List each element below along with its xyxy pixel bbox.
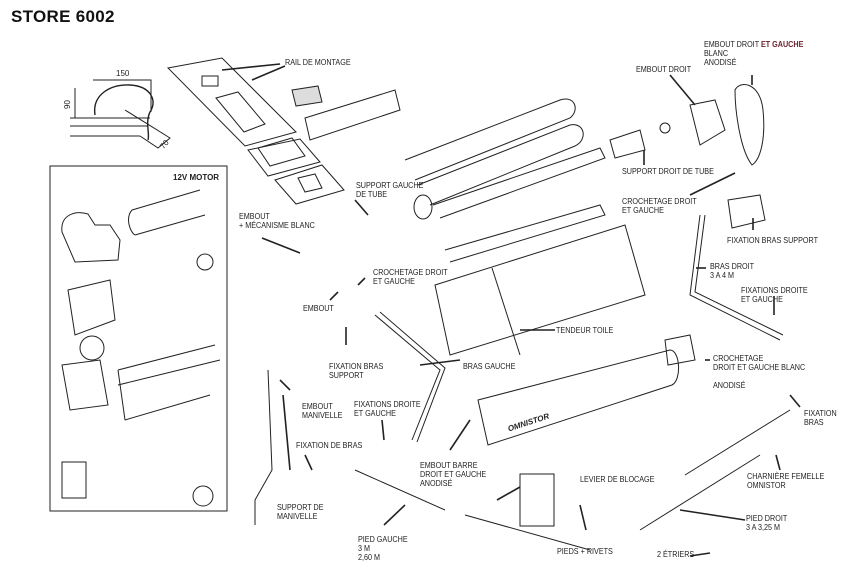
dimension-height: 90 [62, 100, 72, 109]
awning-tubes [404, 98, 679, 446]
label-tendeur-toile: TENDEUR TOILE [556, 325, 614, 335]
label-embout-droit-gauche-prefix: EMBOUT DROIT [704, 39, 761, 49]
label-crochetage-blanc: CROCHETAGE DROIT ET GAUCHE BLANC [713, 353, 806, 372]
label-embout-droit: EMBOUT DROIT [636, 64, 692, 74]
label-support-droit-tube: SUPPORT DROIT DE TUBE [622, 166, 714, 176]
label-anodise: ANODISÉ [713, 380, 746, 390]
label-pied-gauche: PIED GAUCHE 3 M 2,60 M [358, 534, 408, 562]
label-bras-droit: BRAS DROIT 3 A 4 M [710, 261, 755, 280]
label-support-gauche-tube: SUPPORT GAUCHE DE TUBE [356, 180, 424, 199]
label-fixation-bras: FIXATION BRAS [804, 408, 837, 427]
rail-de-montage-group [166, 57, 401, 205]
motor-kit-box [49, 165, 228, 512]
label-fixations-droite-gauche-left: FIXATIONS DROITE ET GAUCHE [354, 399, 421, 418]
label-charniere: CHARNIÈRE FEMELLE OMNISTOR [747, 471, 825, 490]
profile-cross-section [70, 79, 171, 149]
label-crochetage-droit: CROCHETAGE DROIT ET GAUCHE [622, 196, 697, 215]
label-embout-droit-gauche-highlight: ET GAUCHE [760, 39, 804, 49]
motor-kit-parts [61, 189, 221, 507]
label-fixation-bras-support-right: FIXATION BRAS SUPPORT [727, 235, 818, 245]
leader-lines [251, 65, 801, 557]
label-embout: EMBOUT [303, 303, 334, 313]
label-rail-de-montage: RAIL DE MONTAGE [285, 57, 351, 67]
dimension-width: 150 [116, 69, 130, 78]
arms-and-legs [254, 267, 791, 551]
label-crochetage-gauche: CROCHETAGE DROIT ET GAUCHE [373, 267, 448, 286]
label-embout-droit-gauche-rest: BLANC ANODISÉ [704, 48, 737, 67]
label-pied-droit: PIED DROIT 3 A 3,25 M [746, 513, 788, 532]
diagram-title: STORE 6002 [11, 7, 115, 26]
label-embout-manivelle: EMBOUT MANIVELLE [302, 401, 343, 420]
label-fixations-droite-gauche-right: FIXATIONS DROITE ET GAUCHE [741, 285, 808, 304]
label-fixation-de-bras: FIXATION DE BRAS [296, 440, 363, 450]
label-etriers: 2 ÉTRIERS [657, 549, 695, 559]
right-end-parts [609, 84, 784, 366]
label-fixation-bras-support-left: FIXATION BRAS SUPPORT [329, 361, 384, 380]
label-pieds-rivets: PIEDS + RIVETS [557, 546, 613, 556]
label-embout-mecanisme: EMBOUT + MÉCANISME BLANC [239, 211, 315, 230]
label-levier-de-blocage: LEVIER DE BLOCAGE [580, 474, 655, 484]
label-support-manivelle: SUPPORT DE MANIVELLE [277, 502, 324, 521]
label-embout-barre: EMBOUT BARRE DROIT ET GAUCHE ANODISÉ [420, 460, 487, 488]
label-bras-gauche: BRAS GAUCHE [463, 361, 516, 371]
label-embout-droit-gauche: EMBOUT DROIT ET GAUCHE BLANC ANODISÉ [704, 40, 803, 67]
levier-de-blocage-box [519, 473, 555, 527]
motor-kit-title: 12V MOTOR [173, 173, 220, 182]
